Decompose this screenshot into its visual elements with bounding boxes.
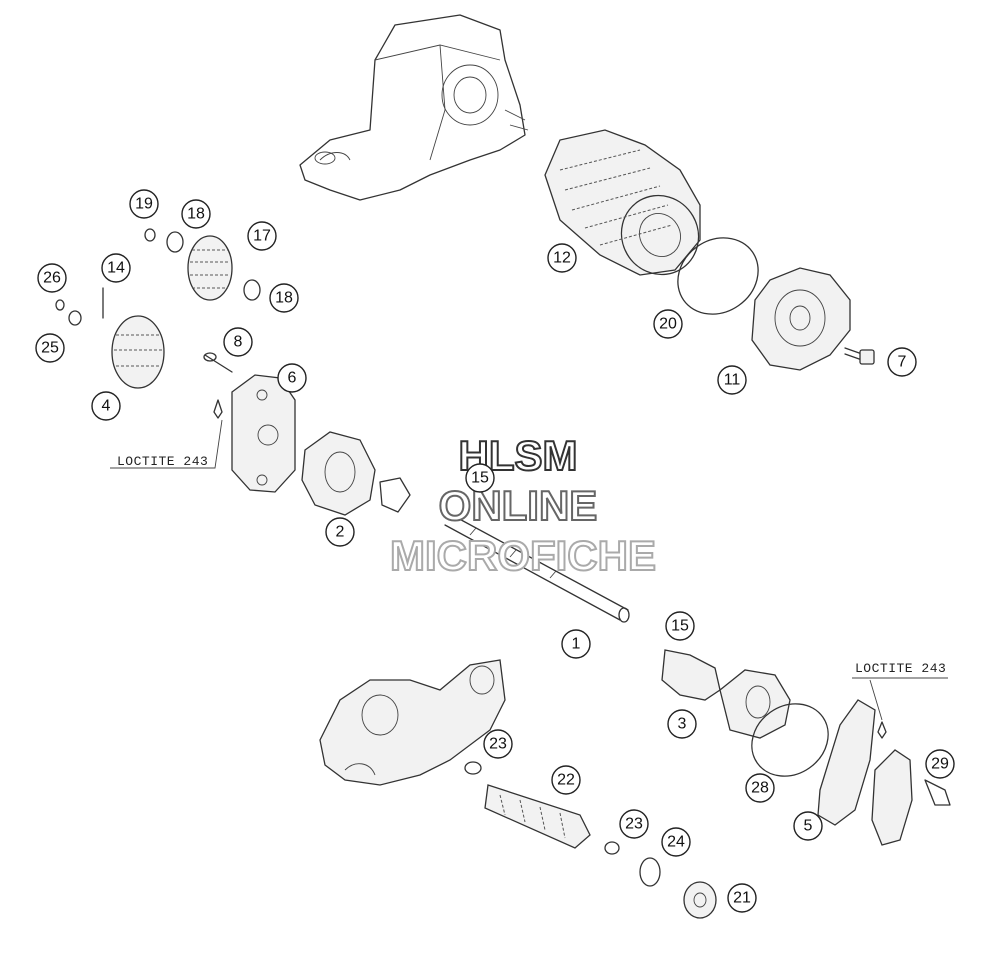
callout-label: 2 (336, 524, 345, 541)
callout-19: 19 (129, 189, 159, 219)
loctite-right-leader (852, 677, 948, 721)
loctite-right-note: LOCTITE 243 (855, 661, 946, 676)
callout-label: 29 (931, 756, 949, 773)
callout-label: 6 (288, 370, 297, 387)
callout-14: 14 (101, 253, 131, 283)
o-ring-20-drawing (677, 237, 759, 315)
callout-5: 5 (793, 811, 823, 841)
callout-7: 7 (887, 347, 917, 377)
callout-11: 11 (717, 365, 747, 395)
callout-label: 15 (671, 618, 689, 635)
watermark-line-3: MICROFICHE (390, 532, 656, 579)
callout-label: 11 (724, 372, 741, 389)
callout-22: 22 (551, 765, 581, 795)
plate-6-drawing (231, 374, 296, 493)
callout-label: 18 (187, 206, 205, 223)
callout-label: 21 (733, 890, 751, 907)
callout-label: 19 (135, 196, 153, 213)
callout-29: 29 (925, 749, 955, 779)
callout-label: 23 (625, 816, 643, 833)
callout-18-upper: 18 (181, 199, 211, 229)
callout-label: 18 (275, 290, 293, 307)
callout-3: 3 (667, 709, 697, 739)
callout-label: 14 (107, 260, 125, 277)
callout-23-lower: 23 (619, 809, 649, 839)
callout-label: 4 (102, 398, 111, 415)
watermark-line-2: ONLINE (439, 482, 598, 529)
callout-17: 17 (247, 221, 277, 251)
callout-8: 8 (223, 327, 253, 357)
callout-label: 17 (253, 228, 271, 245)
callout-2: 2 (325, 517, 355, 547)
callout-label: 15 (471, 470, 489, 487)
callout-label: 28 (751, 780, 769, 797)
upper-housing-drawing (299, 14, 529, 201)
left-small-parts-drawing (55, 228, 261, 419)
callout-label: 3 (678, 716, 687, 733)
callout-15-upper: 15 (465, 463, 495, 493)
callout-4: 4 (91, 391, 121, 421)
callout-15-lower: 15 (665, 611, 695, 641)
callout-28: 28 (745, 773, 775, 803)
cover-11-drawing (751, 267, 851, 371)
callout-12: 12 (547, 243, 577, 273)
callout-23-upper: 23 (483, 729, 513, 759)
callout-label: 7 (898, 354, 907, 371)
watermark: HLSM ONLINE MICROFICHE (389, 431, 657, 580)
callout-label: 20 (659, 316, 677, 333)
callout-21: 21 (727, 883, 757, 913)
callout-6: 6 (277, 363, 307, 393)
callout-label: 5 (804, 818, 813, 835)
callout-26: 26 (37, 263, 67, 293)
callout-24: 24 (661, 827, 691, 857)
callout-label: 8 (234, 334, 243, 351)
callout-1: 1 (561, 629, 591, 659)
lower-housing-drawing (319, 659, 506, 786)
callout-label: 1 (572, 636, 581, 653)
callout-20: 20 (653, 309, 683, 339)
callout-label: 22 (557, 772, 575, 789)
callout-18-lower: 18 (269, 283, 299, 313)
bottom-parts-drawing (464, 761, 717, 919)
bolt-7-drawing (844, 347, 875, 365)
callout-label: 25 (41, 340, 59, 357)
callout-label: 12 (553, 250, 571, 267)
rotor-2-drawing (301, 431, 411, 516)
callout-label: 26 (43, 270, 61, 287)
loctite-left-note: LOCTITE 243 (117, 454, 208, 469)
callout-label: 23 (489, 736, 507, 753)
loctite-left-leader (110, 419, 223, 469)
callout-25: 25 (35, 333, 65, 363)
lower-right-parts-drawing (661, 649, 951, 846)
shaft-1-drawing (444, 514, 630, 623)
callout-label: 24 (667, 834, 685, 851)
